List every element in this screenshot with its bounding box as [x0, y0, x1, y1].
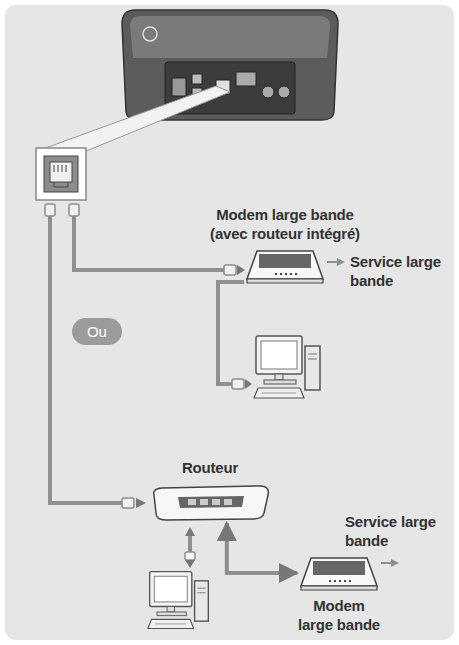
- modem: Modem large bande: [297, 556, 381, 634]
- zoom-leader: [40, 86, 230, 152]
- router: Routeur: [140, 458, 280, 523]
- computer-icon: [254, 336, 320, 398]
- modem-router: Modem large bande (avec routeur intégré): [205, 205, 365, 285]
- network-cable: [227, 523, 297, 573]
- node-label: Modem large bande: [297, 596, 381, 634]
- node-label: Routeur: [140, 458, 280, 477]
- cable-plug: [45, 204, 244, 560]
- network-cable: [50, 214, 244, 552]
- router-icon: [148, 483, 272, 523]
- background-panel: [4, 4, 455, 641]
- service-label: Service large bande: [345, 512, 445, 550]
- or-pill: Ou: [72, 318, 122, 345]
- service-label: Service large bande: [350, 252, 450, 290]
- node-label: Ou: [87, 322, 107, 341]
- device-back-panel: [122, 10, 338, 120]
- computer-icon: [148, 572, 209, 629]
- node-label: Modem large bande (avec routeur intégré): [205, 205, 365, 243]
- cable-arrow: [136, 265, 252, 568]
- modem-icon: [299, 556, 379, 592]
- modem-icon: [245, 249, 325, 285]
- lan-port-zoom: [36, 148, 86, 200]
